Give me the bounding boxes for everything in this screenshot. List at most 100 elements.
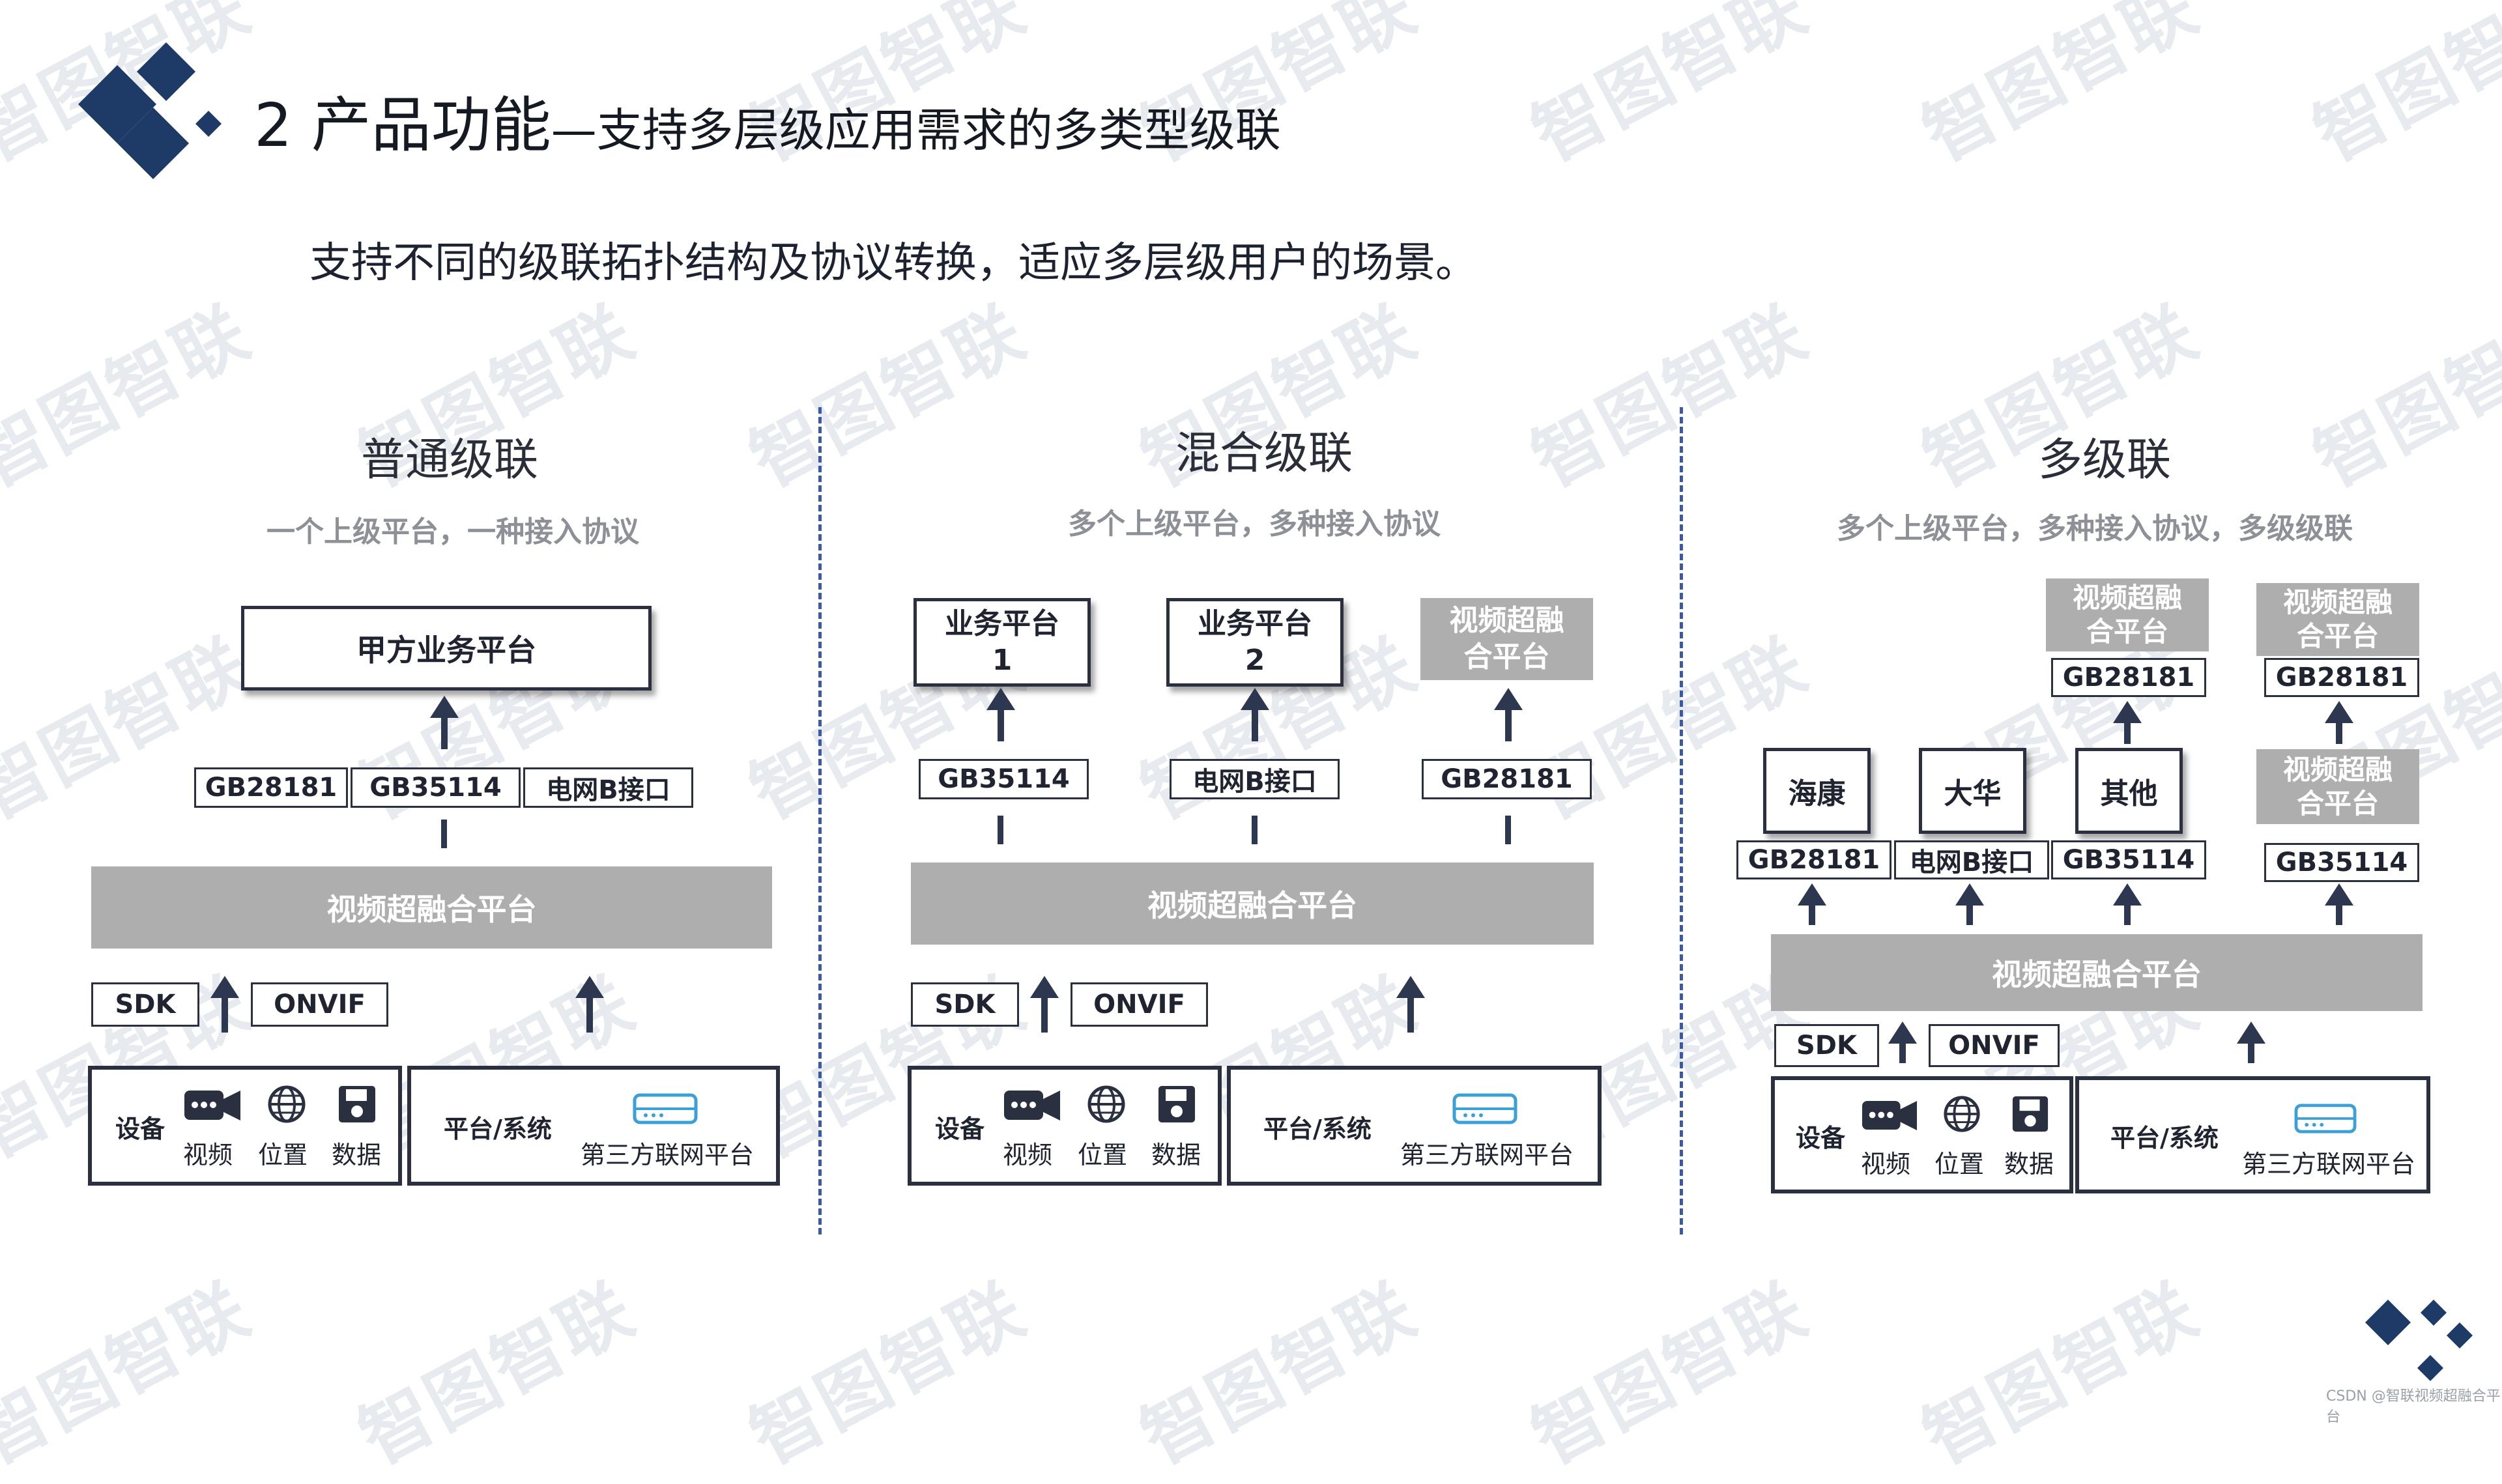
column-divider (818, 407, 822, 1234)
up-arrow (1955, 883, 1984, 925)
watermark: 智图智联 (2301, 0, 2502, 178)
column-desc: 一个上级平台，一种接入协议 (266, 515, 639, 549)
device-label: 设备 (115, 1115, 165, 1143)
connector-line (998, 816, 1003, 844)
protocol-box: 电网B接口 (1170, 759, 1340, 799)
data-caption: 数据 (332, 1141, 382, 1169)
up-arrow (1241, 688, 1269, 741)
up-arrow (2325, 883, 2353, 925)
page-title: 2 产品功能—支持多层级应用需求的多类型级联 (254, 77, 1281, 164)
watermark: 智图智联 (0, 1267, 264, 1481)
up-arrow (1888, 1021, 1917, 1063)
vendor-box: 其他 (2075, 748, 2183, 834)
sdk-tag: SDK (91, 982, 199, 1027)
box-label: 视频超融 (2282, 753, 2393, 786)
globe-icon (1087, 1085, 1125, 1123)
column-desc: 多个上级平台，多种接入协议 (1068, 507, 1441, 541)
protocol-box: GB35114 (2264, 843, 2419, 882)
location-caption: 位置 (1078, 1141, 1128, 1169)
globe-icon (268, 1085, 306, 1123)
globe-icon (1944, 1096, 1980, 1132)
watermark: 智图智联 (1519, 290, 1821, 504)
column-title: 普通级联 (360, 435, 538, 486)
camera-icon (1004, 1091, 1060, 1120)
router-icon (633, 1093, 698, 1124)
box-label: 合平台 (2296, 620, 2379, 652)
protocol-box: GB28181 (2051, 658, 2206, 697)
fusion-platform-box: 视频超融 合平台 (1420, 598, 1593, 680)
box-label: 合平台 (2086, 616, 2168, 648)
box-label: 合平台 (2296, 787, 2379, 820)
protocol-box: GB28181 (1422, 759, 1592, 799)
up-arrow (1396, 976, 1425, 1033)
column-title: 混合级联 (1175, 428, 1353, 479)
device-panel: 设备 视频 位置 数据 (1771, 1076, 2073, 1193)
top-platform-box: 甲方业务平台 (241, 606, 652, 691)
column-desc: 多个上级平台，多种接入协议，多级级联 (1837, 512, 2353, 545)
watermark: 智图智联 (1128, 1267, 1430, 1481)
up-arrow (2325, 701, 2353, 744)
floppy-disk-icon (2012, 1096, 2049, 1132)
protocol-box: GB28181 (194, 767, 348, 808)
up-arrow (1494, 688, 1523, 741)
up-arrow (1030, 976, 1059, 1033)
column-title: 多级联 (2037, 435, 2171, 486)
watermark: 智图智联 (737, 1267, 1039, 1481)
sdk-tag: SDK (1774, 1024, 1879, 1067)
video-caption: 视频 (183, 1141, 233, 1169)
logo-mark (78, 42, 222, 179)
box-label: 大华 (1944, 777, 2002, 810)
up-arrow (2113, 883, 2142, 925)
up-arrow (2237, 1021, 2265, 1063)
box-label: 海康 (1788, 777, 1846, 810)
protocol-box: GB28181 (1736, 840, 1891, 879)
router-icon (2294, 1104, 2357, 1134)
box-label: 业务平台 (1198, 607, 1312, 640)
platform-panel: 平台/系统 第三方联网平台 (407, 1066, 780, 1186)
protocol-box: GB35114 (919, 759, 1089, 799)
box-label: 业务平台 (945, 607, 1059, 640)
footer-logo-mark (2365, 1300, 2473, 1381)
onvif-tag: ONVIF (1929, 1024, 2060, 1067)
video-caption: 视频 (1003, 1141, 1053, 1169)
third-party-caption: 第三方联网平台 (581, 1141, 755, 1169)
box-label: 1 (992, 644, 1013, 677)
business-platform-1-box: 业务平台 1 (913, 598, 1091, 687)
watermark: 智图智联 (1519, 0, 1821, 178)
device-label: 设备 (1796, 1124, 1846, 1152)
box-label: 视频超融 (1449, 604, 1564, 637)
floppy-disk-icon (339, 1086, 375, 1122)
up-arrow (575, 976, 604, 1033)
location-caption: 位置 (258, 1141, 308, 1169)
fusion-platform-box: 视频超融 合平台 (2046, 578, 2209, 651)
platform-panel: 平台/系统 第三方联网平台 (2075, 1076, 2430, 1193)
camera-icon (184, 1091, 240, 1120)
up-arrow (1798, 883, 1826, 925)
onvif-tag: ONVIF (1071, 982, 1208, 1027)
center-platform-bar: 视频超融合平台 (91, 866, 772, 949)
protocol-box: 电网B接口 (1894, 840, 2049, 879)
connector-line (1252, 816, 1258, 844)
up-arrow (210, 976, 239, 1033)
footer-note: CSDN @智联视频超融合平台 (2326, 1388, 2501, 1425)
protocol-box: GB35114 (2051, 840, 2206, 879)
sdk-tag: SDK (911, 982, 1019, 1027)
title-main: 2 产品功能 (254, 91, 551, 160)
box-label: 合平台 (1463, 640, 1550, 674)
floppy-disk-icon (1158, 1086, 1195, 1122)
box-label: 视频超融 (2072, 582, 2182, 614)
platform-panel: 平台/系统 第三方联网平台 (1227, 1066, 1602, 1186)
up-arrow (430, 696, 459, 749)
platform-label: 平台/系统 (1263, 1115, 1372, 1143)
protocol-box: GB35114 (351, 767, 521, 808)
connector-line (1505, 816, 1511, 844)
device-panel: 设备 视频 位置 数据 (908, 1066, 1222, 1186)
watermark: 智图智联 (1910, 0, 2212, 178)
page-subtitle: 支持不同的级联拓扑结构及协议转换，适应多层级用户的场景。 (309, 239, 1477, 287)
box-label: 2 (1244, 644, 1265, 677)
up-arrow (986, 688, 1015, 741)
watermark: 智图智联 (346, 1267, 648, 1481)
center-platform-bar: 视频超融合平台 (1771, 934, 2423, 1011)
protocol-box: 电网B接口 (523, 767, 693, 808)
video-caption: 视频 (1861, 1150, 1911, 1178)
